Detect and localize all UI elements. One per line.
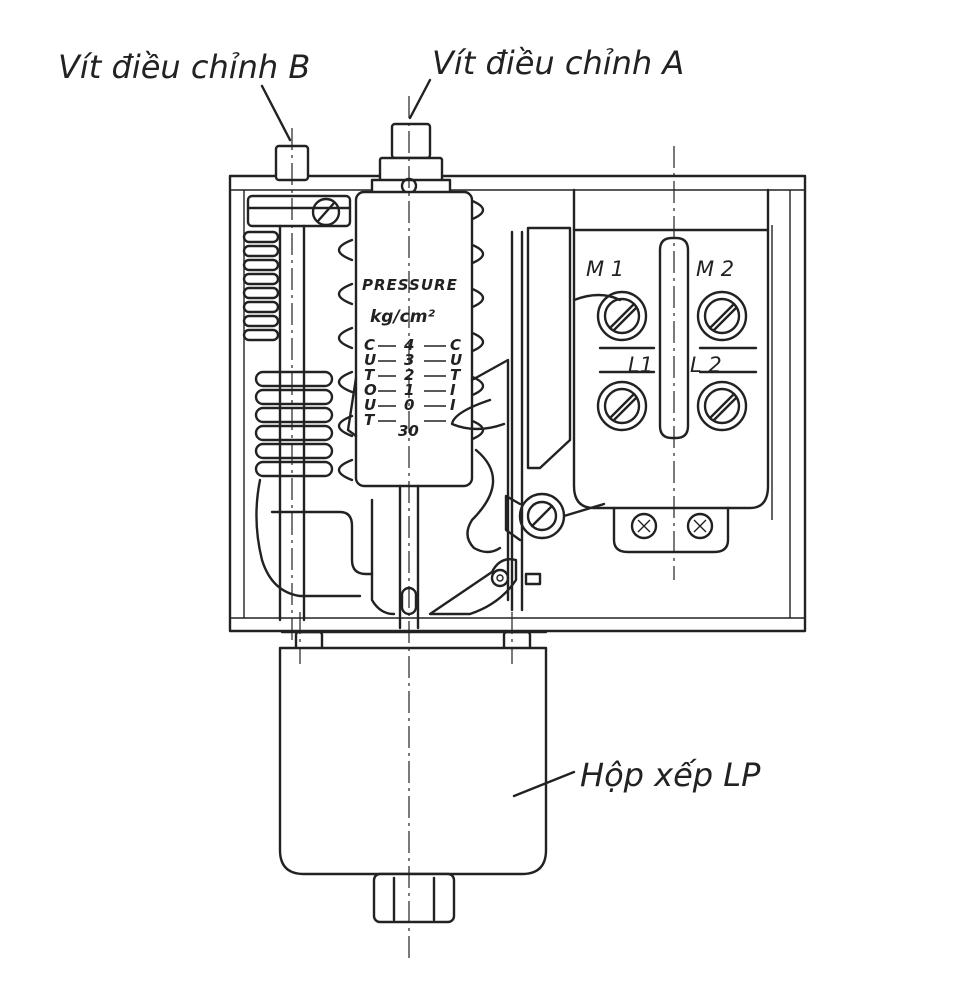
scale-left-letter: U: [364, 351, 376, 369]
terminal-label-m2: M 2: [696, 257, 734, 281]
scale-right-letter: T: [450, 366, 462, 384]
terminal-label-l2: L 2: [690, 353, 722, 377]
scale-right-letter: U: [450, 351, 462, 369]
scale-left-letter: T: [364, 411, 376, 429]
terminal-screw: [596, 380, 648, 432]
dial-unit: kg/cm²: [370, 307, 435, 327]
label-screw-b: Vít điều chỉnh B: [58, 48, 310, 86]
scale-left-letter: T: [364, 366, 376, 384]
scale-right-letter: I: [450, 381, 456, 399]
adjusting-screw-b: [242, 144, 374, 622]
label-screw-a: Vít điều chỉnh A: [432, 44, 684, 82]
scale-left-letter: O: [364, 381, 377, 399]
adjusting-screw-a: [370, 122, 452, 196]
leader-lines: [260, 78, 576, 798]
label-bellows: Hộp xếp LP: [580, 756, 761, 794]
scale-left-letter: U: [364, 396, 376, 414]
contact-block: M 1 M 2 L1 L 2: [504, 188, 770, 554]
center-lines: [291, 96, 675, 962]
terminal-screw: [696, 380, 748, 432]
terminal-screw: [596, 290, 648, 342]
lever-mechanism: [370, 230, 542, 616]
terminal-label-m1: M 1: [586, 257, 624, 281]
scale-value: 2: [404, 366, 414, 384]
terminal-label-l1: L1: [628, 353, 653, 377]
terminal-screw: [696, 290, 748, 342]
scale-right-letter: I: [450, 396, 456, 414]
range-spring: [337, 198, 485, 482]
scale-right-letter: C: [450, 336, 461, 354]
lp-bellows: [278, 630, 548, 924]
pressure-dial: PRESSURE kg/cm² C U T O U T C U T I I: [346, 190, 474, 630]
dial-title: PRESSURE: [362, 276, 458, 294]
scale-left-letter: C: [364, 336, 375, 354]
